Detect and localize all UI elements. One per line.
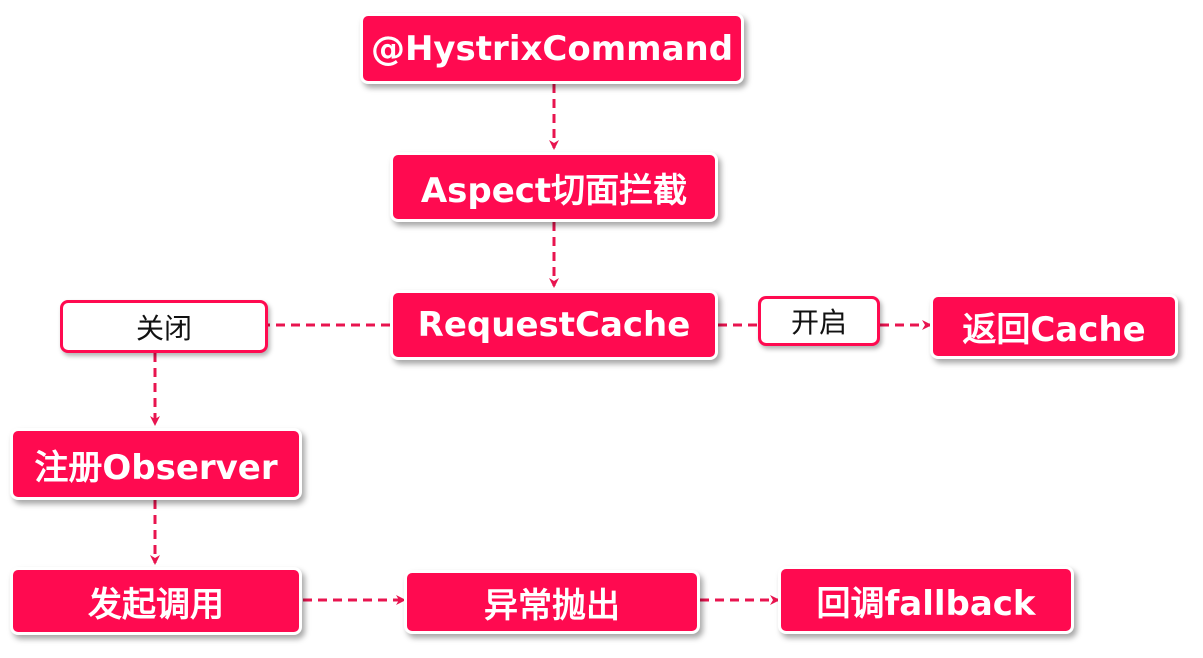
node-request-cache: RequestCache — [390, 290, 718, 360]
node-return-cache: 返回Cache — [930, 294, 1178, 359]
label-closed: 关闭 — [60, 300, 268, 353]
node-exception: 异常抛出 — [404, 570, 700, 634]
node-register-observer: 注册Observer — [10, 428, 302, 500]
node-invoke: 发起调用 — [10, 567, 302, 635]
node-hystrix-command: @HystrixCommand — [360, 13, 744, 84]
node-fallback: 回调fallback — [778, 566, 1074, 634]
node-aspect: Aspect切面拦截 — [390, 152, 718, 222]
label-opened: 开启 — [758, 296, 880, 346]
